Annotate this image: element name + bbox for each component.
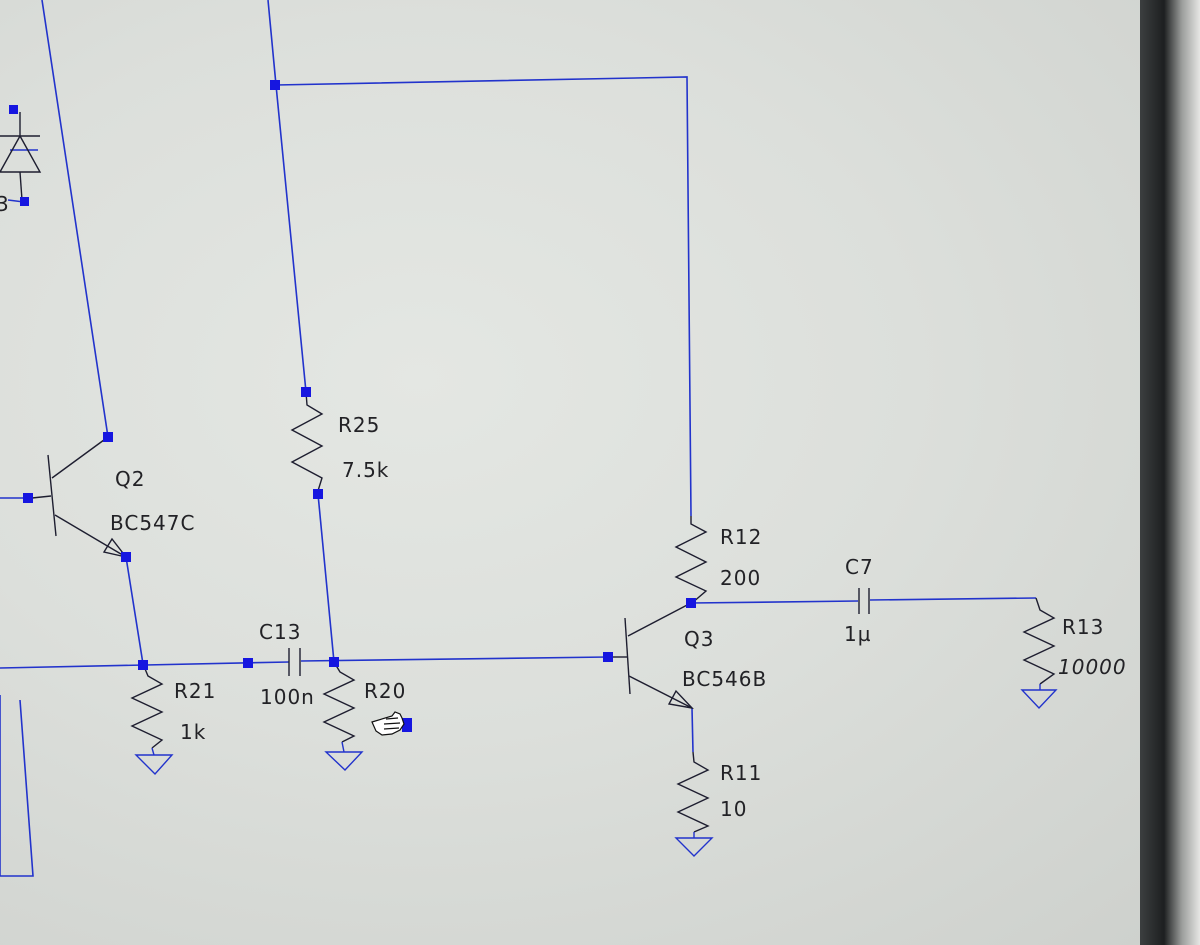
c7-ref-label: C7	[845, 555, 874, 579]
r11-value-label: 10	[720, 797, 747, 821]
node[interactable]	[402, 718, 412, 732]
svg-text:3: 3	[0, 192, 10, 216]
c13-ref-label: C13	[259, 620, 301, 644]
diode-symbol[interactable]: 3	[0, 105, 42, 216]
wire[interactable]	[317, 493, 335, 663]
wire[interactable]	[275, 84, 307, 393]
r13-ref-label: R13	[1062, 615, 1104, 639]
resistor-r12[interactable]: R12 200	[674, 516, 762, 604]
wire[interactable]	[41, 0, 109, 438]
node[interactable]	[138, 660, 148, 670]
c7-value-label: 1µ	[844, 622, 871, 646]
r21-ref-label: R21	[174, 679, 216, 703]
q3-ref-label: Q3	[684, 627, 714, 651]
resistor-r20[interactable]: R20	[322, 661, 406, 771]
resistor-r21[interactable]: R21 1k	[130, 663, 216, 776]
q2-value-label: BC547C	[110, 511, 195, 535]
r12-value-label: 200	[720, 566, 761, 590]
capacitor-c7[interactable]: C7 1µ	[844, 555, 874, 646]
node[interactable]	[243, 658, 253, 668]
q3-value-label: BC546B	[682, 667, 767, 691]
resistor-r11[interactable]: R11 10	[674, 751, 762, 857]
wire[interactable]	[267, 0, 277, 86]
node[interactable]	[121, 552, 131, 562]
r20-ref-label: R20	[364, 679, 406, 703]
wires	[0, 0, 1037, 877]
wire[interactable]	[300, 656, 609, 662]
r13-value-label: 10000	[1058, 655, 1127, 679]
wire[interactable]	[691, 707, 694, 753]
r25-ref-label: R25	[338, 413, 380, 437]
capacitor-c13[interactable]: C13 100n	[259, 620, 315, 709]
wire[interactable]	[125, 556, 144, 665]
connection-nodes	[23, 80, 696, 732]
node[interactable]	[23, 493, 33, 503]
c13-value-label: 100n	[260, 685, 315, 709]
wire[interactable]	[690, 600, 859, 604]
node[interactable]	[603, 652, 613, 662]
r11-ref-label: R11	[720, 761, 762, 785]
node[interactable]	[313, 489, 323, 499]
r21-value-label: 1k	[180, 720, 206, 744]
hand-pointer-icon	[371, 711, 405, 736]
transistor-q3[interactable]: Q3 BC546B	[612, 602, 767, 710]
wire[interactable]	[869, 597, 1037, 601]
q2-ref-label: Q2	[115, 467, 145, 491]
node[interactable]	[103, 432, 113, 442]
r25-value-label: 7.5k	[342, 458, 389, 482]
node[interactable]	[301, 387, 311, 397]
wire[interactable]	[0, 695, 34, 877]
resistor-r13[interactable]: R13 10000	[1020, 597, 1127, 710]
resistor-r25[interactable]: R25 7.5k	[290, 391, 389, 495]
transistor-q2[interactable]: Q2 BC547C	[31, 436, 195, 559]
node[interactable]	[686, 598, 696, 608]
r12-ref-label: R12	[720, 525, 762, 549]
monitor-bezel	[1140, 0, 1200, 945]
node[interactable]	[329, 657, 339, 667]
wire[interactable]	[275, 76, 692, 517]
node[interactable]	[270, 80, 280, 90]
